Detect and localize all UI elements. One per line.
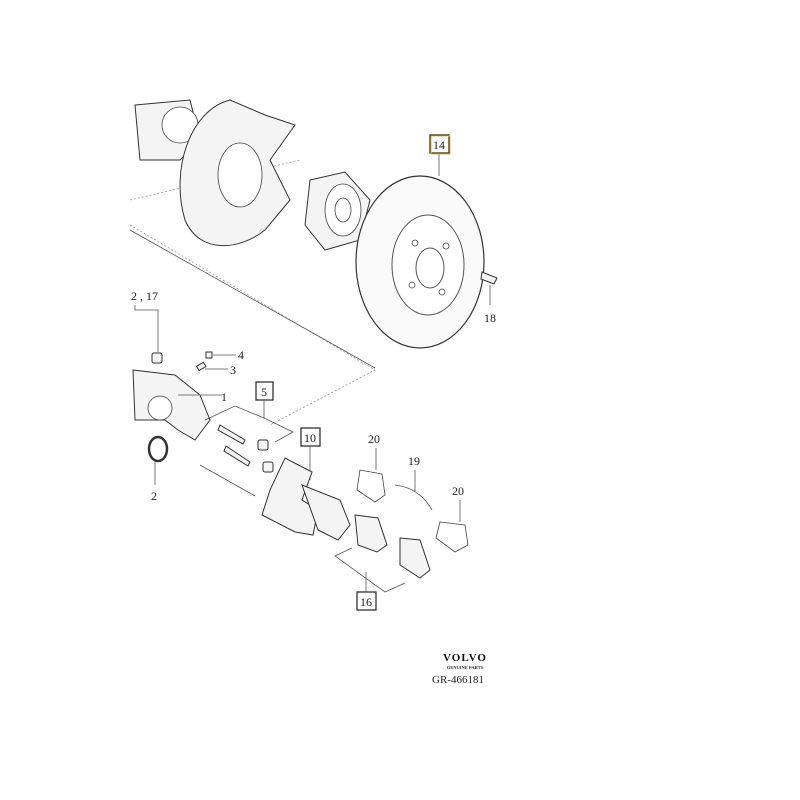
callout-16: 16 [360,595,372,609]
disc-screw [480,271,498,285]
callout-18: 18 [484,311,496,325]
callout-box-14[interactable] [429,134,450,154]
callout-4: 4 [238,348,244,362]
splash-shield [179,99,296,247]
callout-box-5[interactable] [255,381,274,401]
pad-retainer-clip [435,521,469,553]
seal-ring [147,435,169,463]
caliper-bolt [151,352,163,364]
callout-20a: 20 [368,432,380,446]
callout-box-16[interactable] [356,591,377,611]
diagram-id: GR-466181 [432,674,484,686]
callout-14: 14 [433,138,445,152]
brake-disc [355,175,485,349]
callout-box-10[interactable] [300,427,321,447]
volvo-logo: VOLVO [443,652,487,664]
callout-2: 2 [151,489,157,503]
logo-tagline: GENUINE PARTS [447,665,484,670]
guide-line [129,229,376,369]
highlight-frame [430,135,451,155]
pad-retainer-clip [356,469,386,503]
anti-rattle-spring [394,484,433,511]
callout-5: 5 [261,385,267,399]
brake-caliper [132,369,211,441]
caliper-carrier [261,457,351,541]
callout-3: 3 [230,363,236,377]
callout-19: 19 [408,454,420,468]
callout-1: 1 [221,390,227,404]
callout-20b: 20 [452,484,464,498]
bleed-screw [195,361,207,372]
callout-2-17: 2 , 17 [131,289,158,303]
bleed-cap [205,351,213,359]
callout-10: 10 [304,431,316,445]
brake-pad [354,514,431,579]
wheel-hub-assembly [134,99,201,161]
guide-pin [217,424,274,473]
hub-bearing [304,171,371,251]
